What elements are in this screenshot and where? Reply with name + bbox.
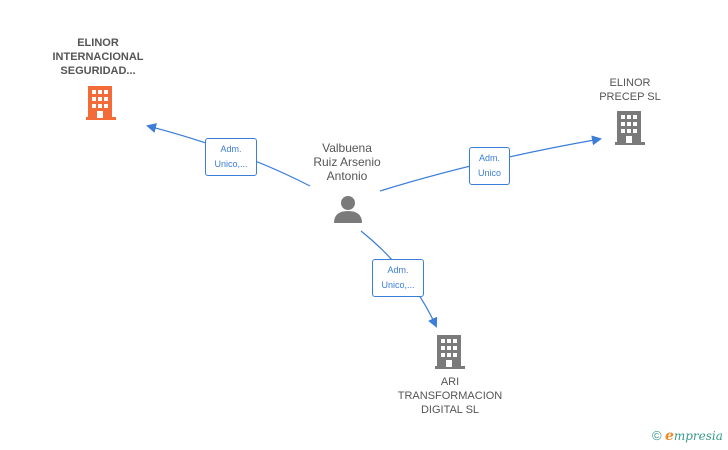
person-icon[interactable] <box>333 195 363 223</box>
edge-label-company-2[interactable]: Adm. Unico <box>469 147 510 185</box>
company-1-name[interactable]: ELINOR INTERNACIONAL SEGURIDAD... <box>52 37 144 77</box>
person-name[interactable]: Valbuena Ruiz Arsenio Antonio <box>313 141 381 183</box>
company-2-name[interactable]: ELINOR PRECEP SL <box>599 77 661 103</box>
building-icon[interactable] <box>435 335 467 369</box>
empresia-logo[interactable]: empresia <box>664 428 723 444</box>
copyright-symbol: © <box>652 428 662 443</box>
edge-label-company-1[interactable]: Adm. Unico,... <box>205 138 257 176</box>
building-icon[interactable] <box>615 111 647 145</box>
edge-label-company-3[interactable]: Adm. Unico,... <box>372 259 424 297</box>
building-icon[interactable] <box>86 86 118 120</box>
brand-footer: © empresia <box>652 428 723 444</box>
company-3-name[interactable]: ARI TRANSFORMACION DIGITAL SL <box>397 376 503 416</box>
